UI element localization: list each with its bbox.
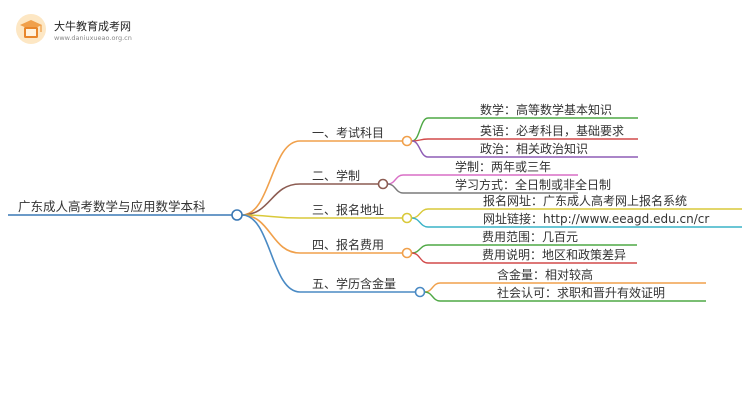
branch-2-child-2-label: 学习方式：全日制或非全日制 [455, 177, 611, 192]
branch-3-node [401, 212, 413, 224]
branch-1-child-1-label: 数学：高等数学基本知识 [480, 102, 612, 117]
branch-5-child-2-label: 社会认可：求职和晋升有效证明 [497, 285, 665, 300]
branch-3-child-2-connector [411, 217, 429, 228]
branch-5-connector [241, 214, 301, 293]
branch-3-label: 三、报名地址 [312, 202, 384, 217]
branch-1-child-3-connector [411, 140, 429, 158]
branch-3-child-2-label: 网址链接：http://www.eeagd.edu.cn/cr [483, 211, 709, 226]
branch-1-node [401, 135, 413, 147]
branch-1-connector [241, 140, 301, 216]
branch-2-connector [241, 183, 301, 216]
branch-2-child-1-connector [387, 174, 404, 185]
site-name: 大牛教育成考网 [54, 20, 131, 33]
site-url: www.daniuxueao.org.cn [54, 34, 132, 42]
branch-5-label: 五、学历含金量 [312, 276, 396, 291]
branch-1-child-3-label: 政治：相关政治知识 [480, 142, 588, 156]
branch-5-child-1-connector [424, 282, 441, 293]
site-logo: 大牛教育成考网 www.daniuxueao.org.cn [14, 12, 144, 48]
branch-4-connector [241, 214, 301, 254]
root-label: 广东成人高考数学与应用数学本科 [18, 199, 206, 214]
branch-1-child-1-connector [411, 117, 429, 142]
branch-4-child-1-connector [411, 244, 429, 254]
branch-1-child-2-label: 英语：必考科目，基础要求 [480, 124, 624, 138]
branch-4-label: 四、报名费用 [312, 237, 384, 252]
branch-1-label: 一、考试科目 [312, 125, 384, 140]
branch-4-child-2-label: 费用说明：地区和政策差异 [482, 247, 626, 262]
book-hat-icon [16, 14, 46, 44]
branch-4-node [401, 247, 413, 259]
branch-5-child-2-connector [424, 291, 441, 302]
branch-2-child-2-connector [387, 183, 404, 194]
branch-2-child-1-label: 学制：两年或三年 [455, 159, 551, 174]
branch-2-node [377, 178, 389, 190]
root-node [231, 209, 243, 221]
branch-4-child-1-label: 费用范围：几百元 [482, 230, 578, 244]
branch-5-node [414, 286, 426, 298]
branch-3-child-1-label: 报名网址：广东成人高考网上报名系统 [483, 193, 687, 208]
branch-2-label: 二、学制 [312, 168, 360, 183]
branch-5-child-1-label: 含金量：相对较高 [497, 267, 593, 282]
branch-4-child-2-connector [411, 252, 429, 264]
branch-3-child-1-connector [411, 208, 429, 219]
